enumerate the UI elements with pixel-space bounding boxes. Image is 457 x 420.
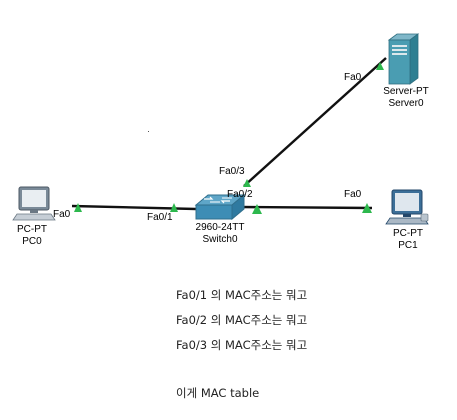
pc0-name: PC0 — [22, 236, 42, 247]
link-light-switch-fa03 — [243, 179, 251, 187]
port-label-switch-fa01: Fa0/1 — [147, 212, 173, 223]
cable-pc0-switch[interactable] — [71, 204, 197, 211]
switch0-label: 2960-24TT Switch0 — [188, 222, 252, 246]
note-line-fa02: Fa0/2 의 MAC주소는 뭐고 — [176, 313, 308, 327]
link-light-pc0 — [74, 203, 82, 212]
port-label-server-fa0: Fa0 — [344, 72, 362, 83]
switch0-type: 2960-24TT — [195, 222, 245, 233]
note-line-fa03: Fa0/3 의 MAC주소는 뭐고 — [176, 338, 308, 352]
cable-switch-server[interactable] — [243, 57, 387, 187]
server0-name: Server0 — [388, 98, 424, 109]
pc0-icon[interactable] — [12, 186, 56, 221]
pc1-name: PC1 — [398, 240, 418, 251]
port-label-pc1-fa0: Fa0 — [344, 189, 362, 200]
server0-type: Server-PT — [383, 86, 429, 97]
stray-dot — [148, 131, 149, 132]
pc1-type: PC-PT — [393, 228, 423, 239]
pc0-label: PC-PT PC0 — [12, 224, 52, 248]
network-topology — [12, 33, 429, 225]
link-light-switch-fa01 — [170, 203, 178, 212]
pc0-type: PC-PT — [17, 224, 47, 235]
note-line-fa01: Fa0/1 의 MAC주소는 뭐고 — [176, 288, 308, 302]
pc1-icon[interactable] — [385, 189, 429, 225]
port-label-pc0-fa0: Fa0 — [53, 209, 71, 220]
switch0-icon[interactable] — [194, 193, 246, 221]
pc1-label: PC-PT PC1 — [388, 228, 428, 252]
link-light-pc1 — [362, 203, 372, 213]
link-light-switch-fa02 — [252, 204, 262, 214]
link-light-server — [376, 62, 384, 70]
port-label-switch-fa03: Fa0/3 — [219, 166, 245, 177]
switch0-name: Switch0 — [202, 234, 238, 245]
server0-icon[interactable] — [387, 33, 420, 85]
cable-switch-pc1[interactable] — [239, 205, 373, 210]
port-label-switch-fa02: Fa0/2 — [227, 189, 253, 200]
footer-note: 이게 MAC table — [176, 386, 260, 400]
server0-label: Server-PT Server0 — [378, 86, 434, 110]
